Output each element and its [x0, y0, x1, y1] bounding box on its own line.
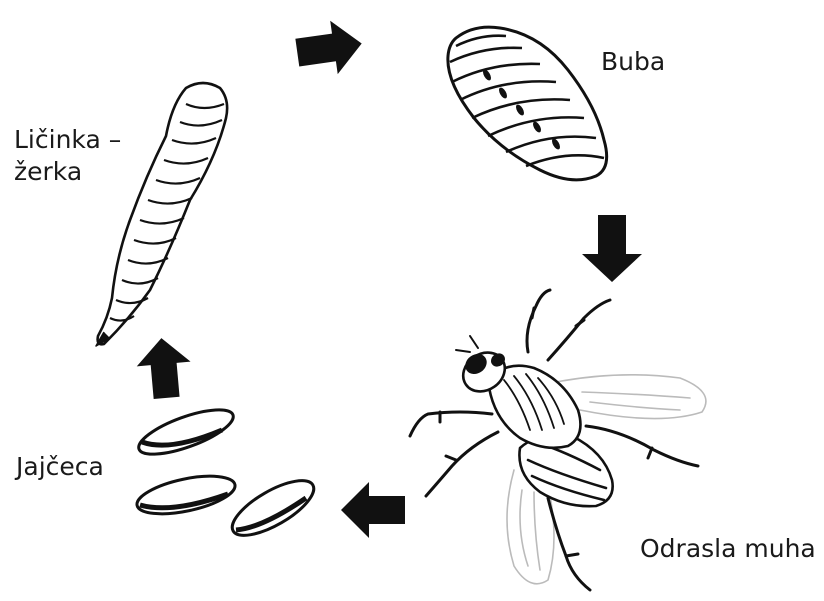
pupa-label: Buba	[601, 46, 665, 78]
larva-label-line1: Ličinka –	[14, 124, 121, 156]
arrow-adult-to-eggs	[341, 482, 405, 538]
egg	[134, 469, 238, 521]
larva-illustration	[96, 83, 227, 346]
eggs-label: Jajčeca	[16, 451, 104, 483]
arrow-pupa-to-adult	[582, 215, 642, 282]
adult-fly-label: Odrasla muha	[640, 533, 816, 565]
pupa-illustration	[448, 27, 607, 180]
larva-label: Ličinka – žerka	[14, 124, 121, 188]
larva-label-line2: žerka	[14, 156, 121, 188]
eggs-illustration	[134, 401, 322, 546]
egg	[134, 401, 238, 463]
arrow-larva-to-pupa	[294, 17, 366, 80]
egg	[225, 470, 322, 545]
arrow-eggs-to-larva	[134, 336, 193, 400]
